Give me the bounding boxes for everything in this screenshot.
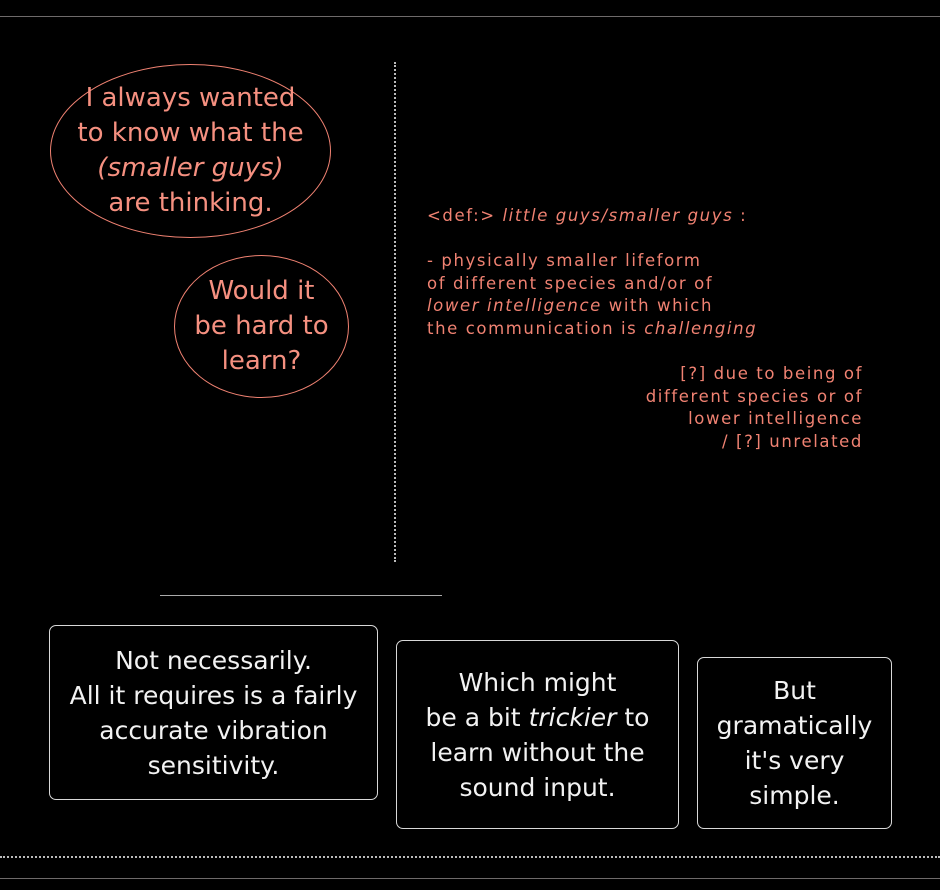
definition-text: <def:> little guys/smaller guys : - phys… — [427, 205, 863, 454]
caption-line: gramatically — [716, 711, 873, 740]
caption-box-2: Which might be a bit trickier to learn w… — [396, 640, 679, 829]
def-prefix: <def:> — [427, 206, 503, 225]
bubble-line: be hard to — [194, 311, 329, 341]
caption-line: it's very — [744, 746, 845, 775]
caption-box-1: Not necessarily. All it requires is a fa… — [49, 625, 378, 800]
caption-line: simple. — [749, 781, 840, 810]
bubble-line: (smaller guys) — [97, 153, 284, 183]
caption-line: to — [616, 702, 650, 732]
def-note-line: different species or of — [645, 386, 863, 406]
caption-line: sensitivity. — [147, 750, 280, 780]
caption-line: All it requires is a fairly — [69, 680, 358, 710]
def-italic: challenging — [644, 318, 758, 338]
caption-line: learn without the — [430, 737, 645, 767]
caption-line: accurate vibration — [99, 715, 328, 745]
def-note-line: / [?] unrelated — [722, 431, 863, 451]
def-note-line: [?] due to being of — [680, 364, 863, 384]
bubble-line: I always wanted — [85, 83, 296, 113]
bubble-line: to know what the — [77, 118, 304, 148]
caption-line: sound input. — [459, 772, 616, 802]
panel-bottom-border — [0, 878, 940, 879]
dotted-divider-bottom — [0, 856, 940, 858]
caption-line: be a bit — [425, 702, 529, 732]
bubble-line: learn? — [221, 346, 302, 376]
dotted-divider-vertical — [394, 62, 396, 562]
panel-top-border — [0, 16, 940, 17]
speech-bubble-1: I always wanted to know what the (smalle… — [50, 64, 331, 238]
def-line: with which — [601, 296, 714, 316]
bubble-line: are thinking. — [108, 188, 273, 218]
def-note-line: lower intelligence — [688, 409, 863, 429]
def-line: - physically smaller lifeform — [427, 251, 702, 271]
def-term: little guys/smaller guys — [502, 206, 734, 225]
caption-line: Which might — [458, 667, 617, 697]
speech-bubble-2: Would it be hard to learn? — [174, 255, 349, 398]
caption-italic: trickier — [528, 702, 617, 732]
caption-box-3: But gramatically it's very simple. — [697, 657, 892, 829]
horizontal-divider — [160, 595, 442, 596]
def-term-suffix: : — [733, 206, 748, 225]
def-line: of different species and/or of — [427, 273, 714, 293]
caption-line: But — [773, 676, 816, 705]
def-line: the communication is — [427, 318, 645, 338]
caption-line: Not necessarily. — [115, 645, 312, 675]
def-italic: lower intelligence — [427, 296, 602, 316]
bubble-line: Would it — [208, 276, 315, 306]
